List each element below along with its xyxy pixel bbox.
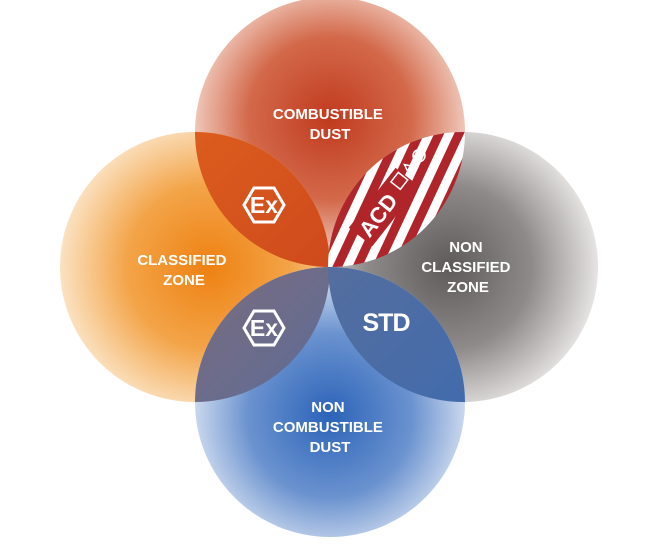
label-non-combustible-dust: NON COMBUSTIBLE DUST [273, 399, 387, 456]
std-label: STD [363, 309, 410, 337]
ex-hexagon-icon: Ex [242, 309, 286, 347]
overlap-bottom-right [328, 267, 465, 402]
ex-hexagon-icon: Ex [242, 186, 286, 224]
overlap-top-left [195, 132, 330, 267]
svg-text:Ex: Ex [250, 192, 278, 218]
svg-text:Ex: Ex [250, 315, 278, 341]
hazard-symbols-icon [389, 148, 426, 191]
label-classified-zone: CLASSIFIED ZONE [137, 252, 230, 289]
label-combustible-dust: COMBUSTIBLE DUST [273, 106, 387, 143]
label-non-classified-zone: NON CLASSIFIED ZONE [421, 239, 514, 296]
overlap-bottom-left [195, 267, 330, 402]
